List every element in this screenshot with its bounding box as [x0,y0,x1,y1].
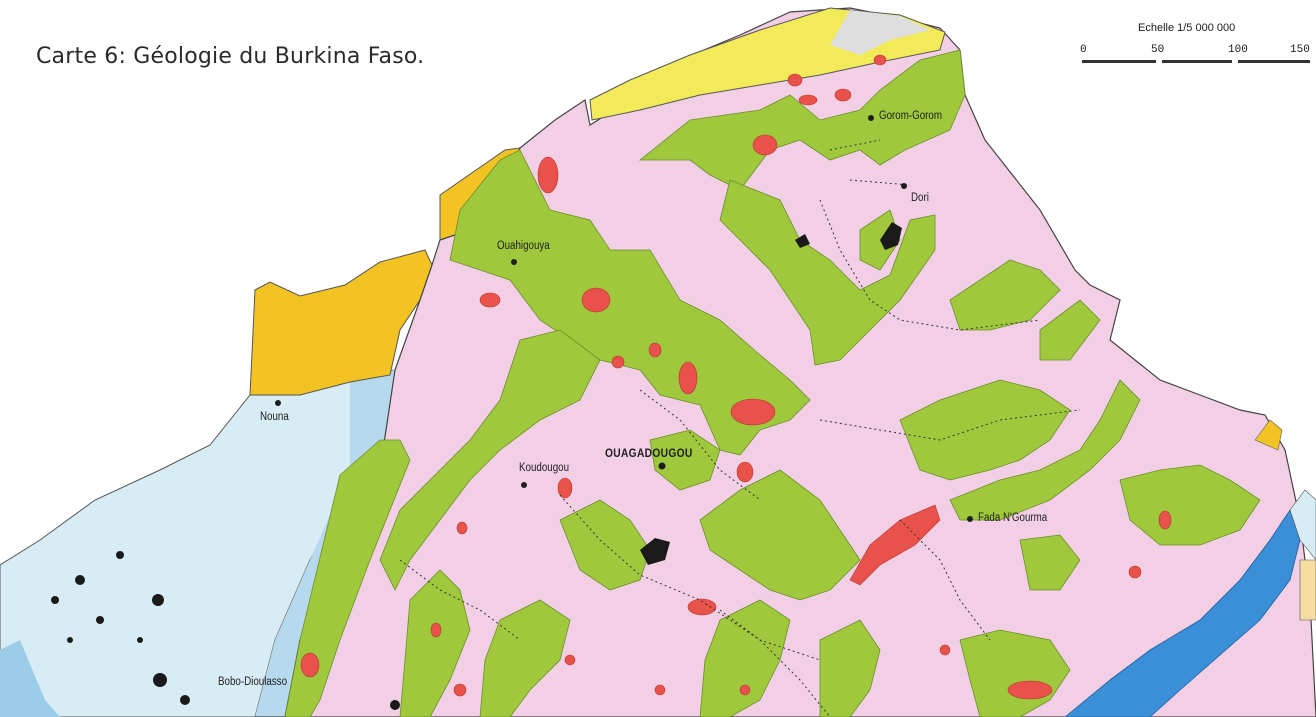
marker-koudougou [521,482,527,488]
city-label-ouagadougou: OUAGADOUGOU [605,446,693,460]
scale-tick-0: 0 [1080,44,1087,56]
city-label-nouna: Nouna [260,411,289,423]
scale-gap [1156,60,1162,63]
city-label-bobo: Bobo-Dioulasso [218,676,288,688]
city-label-ouahigouya: Ouahigouya [497,240,550,252]
marker-fada [967,516,973,522]
city-markers [275,115,973,522]
scale-gap [1232,60,1238,63]
scale-tick-50: 50 [1151,44,1165,56]
sediment-band-east [1289,489,1316,561]
city-label-gorom-gorom: Gorom-Gorom [879,110,943,122]
scale-tick-100: 100 [1228,44,1248,56]
sandstone-east [1299,559,1316,621]
dune-dots-north [830,10,930,55]
marker-gorom-gorom [868,115,874,121]
scale-label: Echelle 1/5 000 000 [1138,22,1236,34]
marker-dori [901,183,907,189]
city-label-koudougou: Koudougou [519,462,570,474]
marker-nouna [275,400,281,406]
scale-bar: Echelle 1/5 000 000 0 50 100 150 [1080,22,1312,72]
scale-line [1082,60,1310,63]
admin-boundaries [399,139,1081,717]
basic-rocks [51,222,902,710]
sedimentary-southwest-blue [0,640,60,717]
city-label-fada: Fada N'Gourma [978,512,1048,524]
intrusive-granites [300,54,1172,700]
map-title: Carte 6: Géologie du Burkina Faso. [36,44,425,69]
marker-ouahigouya [511,259,517,265]
scale-tick-150: 150 [1290,44,1310,56]
sandstone-east-tip [1254,419,1283,451]
city-label-dori: Dori [911,192,929,204]
marker-ouagadougou [658,462,666,470]
birrimian-belts [284,49,1261,717]
